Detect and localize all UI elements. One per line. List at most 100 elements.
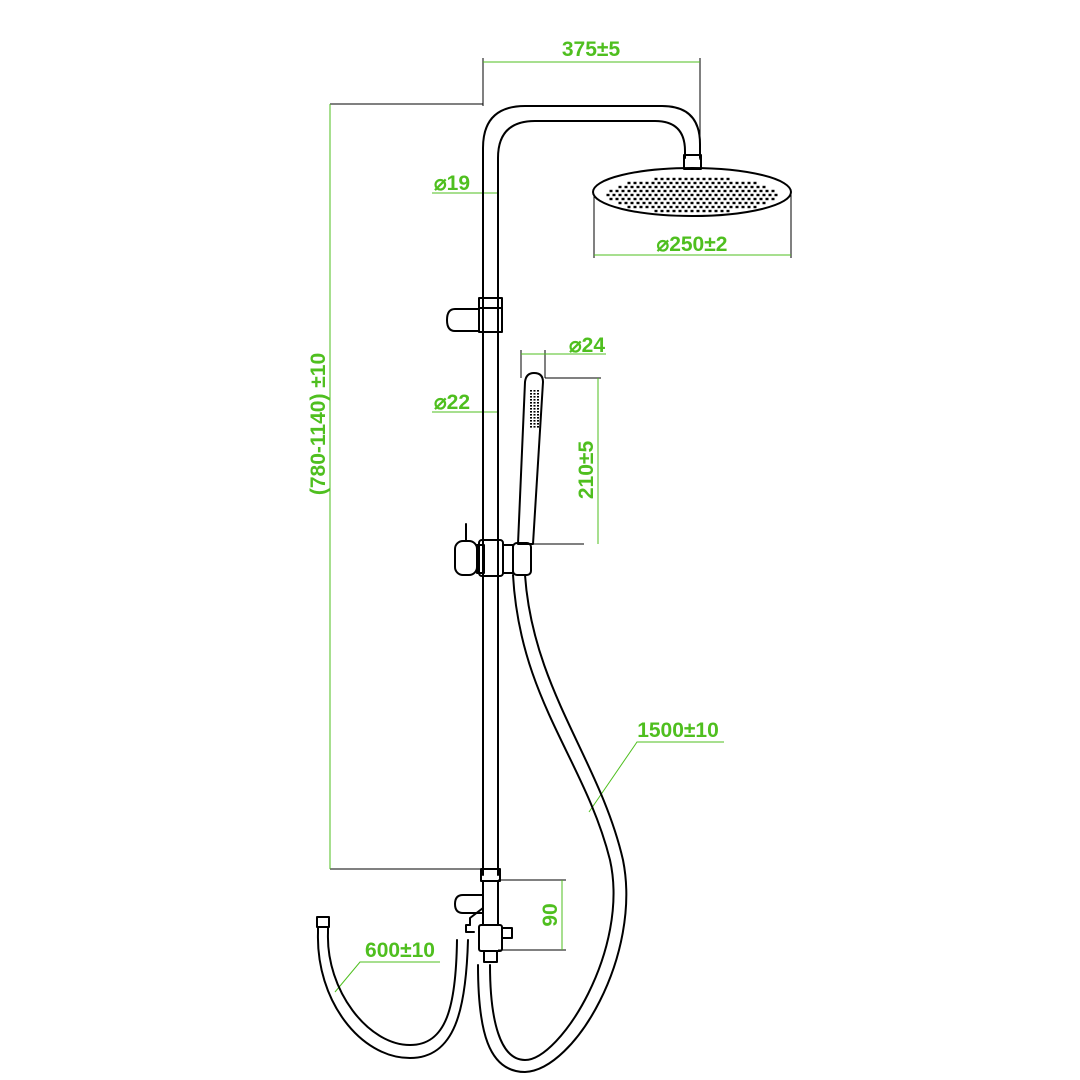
hand-nozzle-dot [530, 420, 532, 422]
nozzle-dot [720, 193, 724, 197]
hand-nozzle-dot [537, 390, 539, 392]
nozzle-dot [699, 189, 703, 193]
hand-shower-hose [477, 574, 628, 1073]
nozzle-dot [648, 193, 652, 197]
nozzle-dot [723, 205, 727, 209]
nozzle-dot [702, 201, 706, 205]
nozzle-dot [672, 209, 676, 213]
nozzle-dot [732, 201, 736, 205]
nozzle-dot [711, 205, 715, 209]
nozzle-dot [669, 189, 673, 193]
nozzle-dot [618, 201, 622, 205]
nozzle-dot [642, 201, 646, 205]
nozzle-dot [693, 197, 697, 201]
nozzle-dot [726, 193, 730, 197]
nozzle-dot [756, 193, 760, 197]
nozzle-dot [678, 193, 682, 197]
nozzle-pattern [606, 177, 778, 213]
nozzle-dot [726, 201, 730, 205]
nozzle-dot [678, 209, 682, 213]
nozzle-dot [627, 197, 631, 201]
nozzle-dot [717, 197, 721, 201]
nozzle-dot [717, 181, 721, 185]
nozzle-dot [684, 209, 688, 213]
nozzle-dot [684, 201, 688, 205]
nozzle-dot [699, 197, 703, 201]
nozzle-dot [756, 201, 760, 205]
nozzle-dot [726, 185, 730, 189]
nozzle-dot [621, 197, 625, 201]
nozzle-dot [723, 189, 727, 193]
nozzle-dot [675, 189, 679, 193]
nozzle-dot [648, 185, 652, 189]
nozzle-dot [708, 193, 712, 197]
nozzle-dot [669, 205, 673, 209]
nozzle-dot [717, 205, 721, 209]
hand-nozzle-dot [533, 402, 536, 404]
nozzle-dot [666, 193, 670, 197]
nozzle-dot [735, 197, 739, 201]
nozzle-dot [666, 209, 670, 213]
nozzle-dot [675, 205, 679, 209]
nozzle-dot [708, 201, 712, 205]
nozzle-dot [654, 185, 658, 189]
hand-nozzle-dot [537, 414, 539, 416]
hand-nozzle-dot [530, 408, 532, 410]
hand-nozzle-dot [530, 396, 532, 398]
hand-nozzle-dot [533, 411, 536, 413]
nozzle-dot [645, 189, 649, 193]
nozzle-dot [723, 197, 727, 201]
nozzle-dot [753, 205, 757, 209]
nozzle-dot [681, 181, 685, 185]
nozzle-dot [687, 205, 691, 209]
nozzle-dot [684, 193, 688, 197]
nozzle-dot [642, 185, 646, 189]
nozzle-dot [747, 189, 751, 193]
nozzle-dot [612, 193, 616, 197]
hand-nozzle-dot [533, 399, 536, 401]
nozzle-dot [702, 209, 706, 213]
nozzle-dot [690, 209, 694, 213]
nozzle-dot [642, 193, 646, 197]
nozzle-dot [654, 201, 658, 205]
nozzle-dot [636, 185, 640, 189]
hand-nozzle-dot [533, 405, 536, 407]
nozzle-dot [630, 185, 634, 189]
nozzle-dot [711, 181, 715, 185]
nozzle-dot [660, 209, 664, 213]
nozzle-dot [738, 193, 742, 197]
nozzle-dot [621, 189, 625, 193]
nozzle-dot [633, 181, 637, 185]
nozzle-dot [681, 205, 685, 209]
nozzle-dot [696, 209, 700, 213]
nozzle-dot [714, 209, 718, 213]
nozzle-dot [657, 189, 661, 193]
label-handshower-diameter: ⌀24 [569, 334, 605, 357]
nozzle-dot [744, 185, 748, 189]
rail-assembly [482, 105, 702, 876]
label-arm-length: 375±5 [562, 38, 621, 61]
nozzle-dot [693, 205, 697, 209]
nozzle-dot [765, 197, 769, 201]
nozzle-dot [660, 177, 664, 181]
nozzle-dot [711, 189, 715, 193]
nozzle-dot [669, 181, 673, 185]
nozzle-dot [690, 177, 694, 181]
hand-nozzle-dot [530, 426, 532, 428]
nozzle-dot [654, 209, 658, 213]
label-column-height: (780-1140) ±10 [307, 353, 330, 495]
nozzle-dot [735, 189, 739, 193]
hand-nozzle-dot [533, 408, 536, 410]
nozzle-dot [672, 177, 676, 181]
nozzle-dot [654, 193, 658, 197]
hand-nozzle-dot [537, 393, 539, 395]
hand-nozzle-dot [530, 405, 532, 407]
hand-nozzle-dot [533, 393, 536, 395]
dimension-labels: 375±5 ⌀19 ⌀250±2 ⌀24 ⌀22 210±5 (780-1140… [307, 38, 727, 962]
nozzle-dot [771, 189, 775, 193]
nozzle-dot [774, 193, 778, 197]
nozzle-dot [747, 205, 751, 209]
nozzle-dot [699, 181, 703, 185]
nozzle-dot [660, 193, 664, 197]
nozzle-dot [759, 197, 763, 201]
